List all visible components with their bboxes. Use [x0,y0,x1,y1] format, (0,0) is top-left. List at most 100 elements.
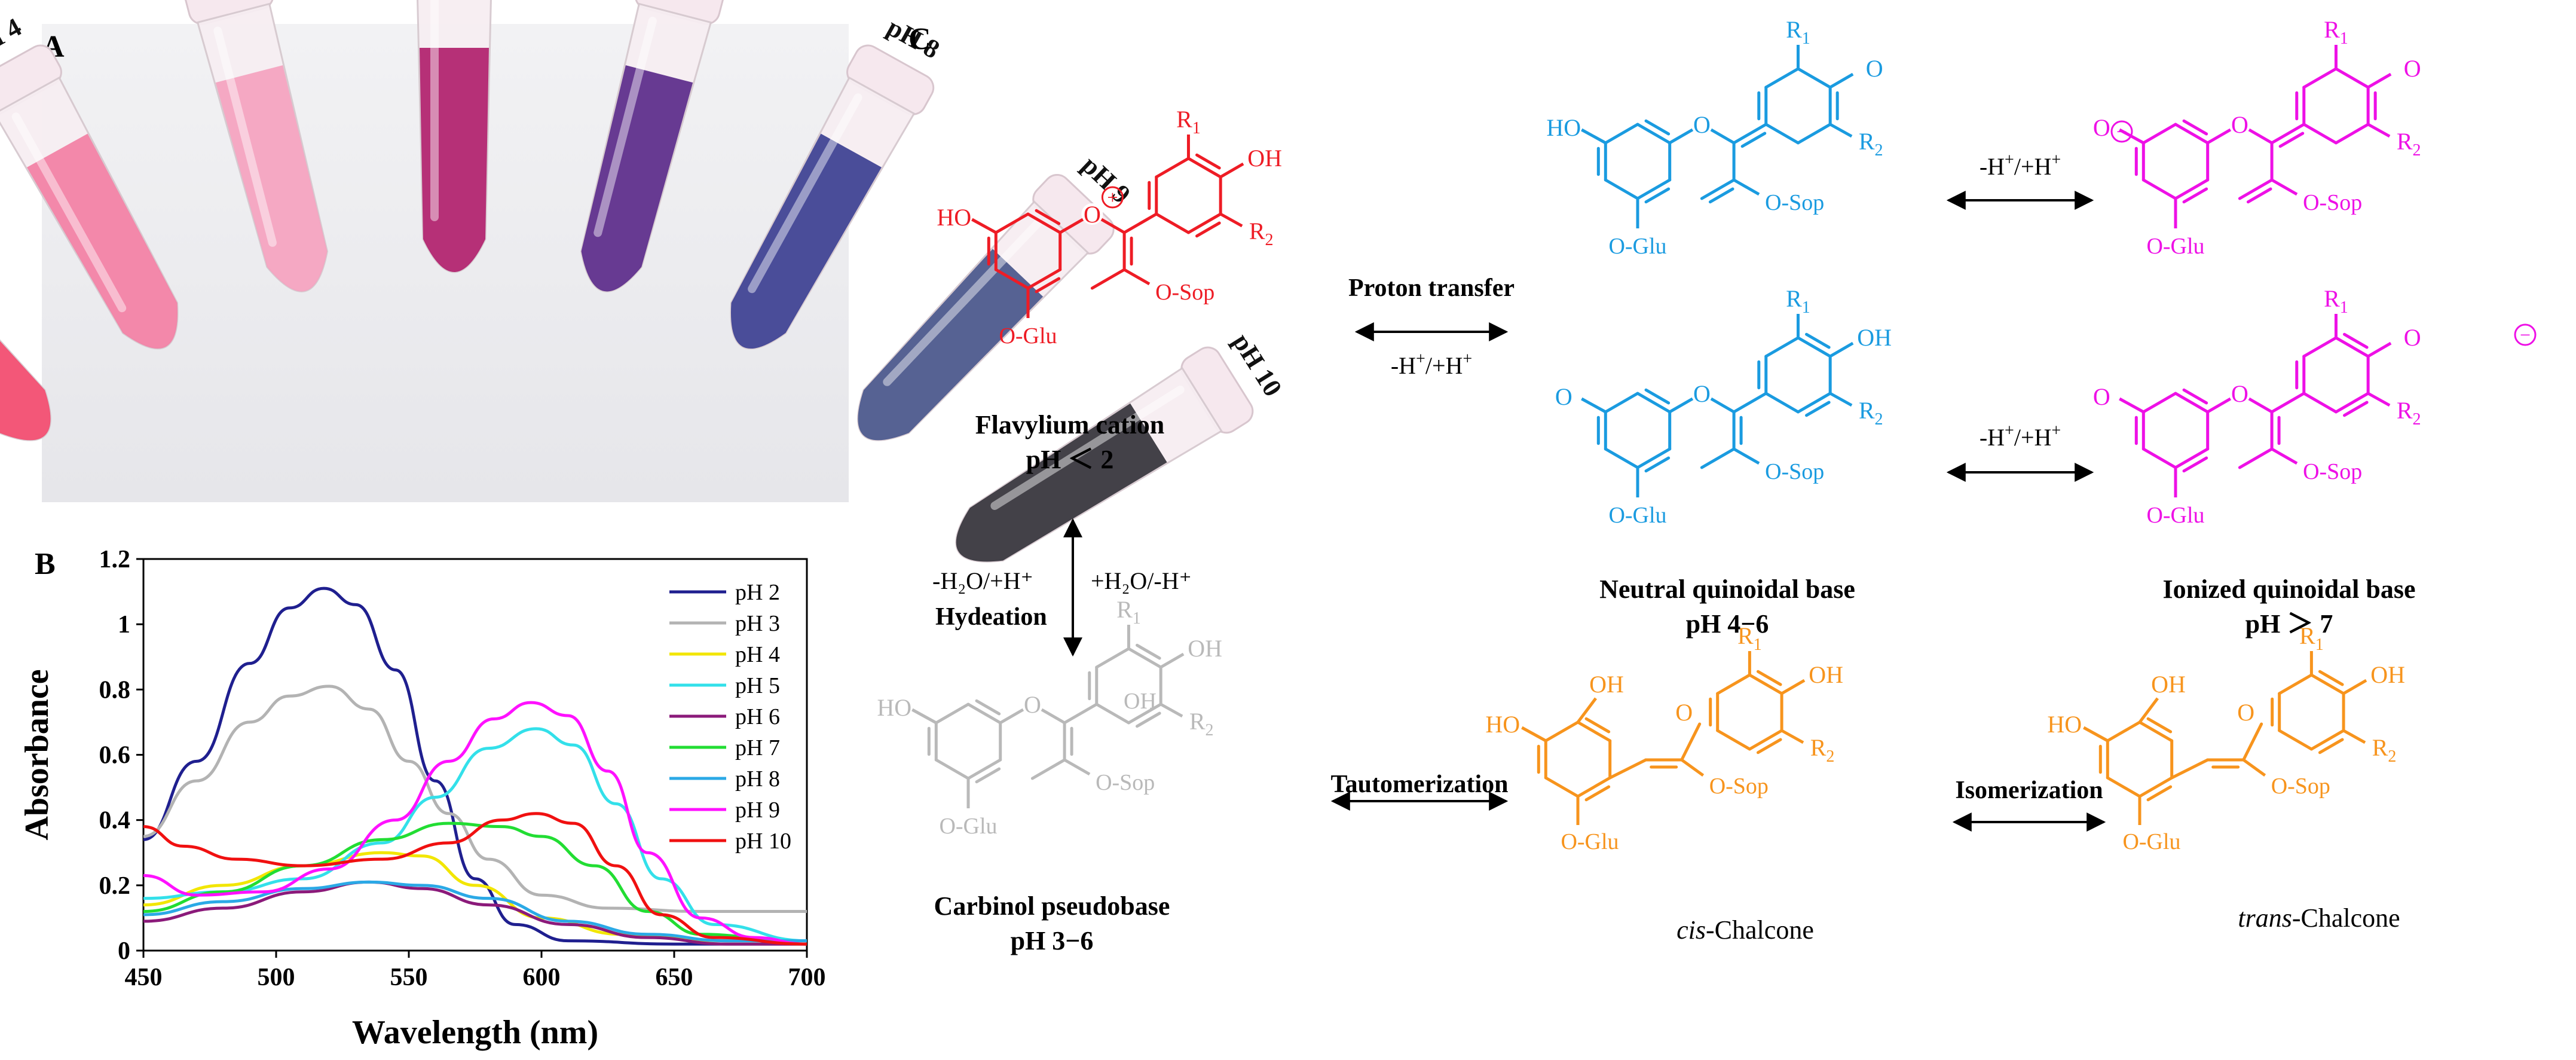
r-symbol: R [1859,397,1875,424]
sophoroside-label: O-Sop [2303,459,2362,484]
legend-entry: pH 3 [735,611,780,636]
bond [1090,268,1126,290]
a-ring-substituent: HO [937,204,971,231]
substituent-label: R2 [1859,128,1883,160]
label-hydration: +H₂O/-H⁺ [1091,567,1192,594]
bond-double [1756,670,1782,686]
glucoside-label: O-Glu [1561,829,1619,854]
y-axis-label: Absorbance [19,669,56,840]
bond [1219,212,1243,228]
bond [2242,758,2266,777]
bond [1733,178,1760,196]
bond-double [1584,717,1611,734]
bond-double [1584,785,1611,802]
a-ring-substituent: HO [877,694,911,721]
hemiketal-oh: OH [1124,689,1157,714]
bond-double [2246,187,2272,204]
bond [2270,123,2306,145]
x-tick-label: 500 [258,964,295,991]
bond [1026,212,1062,234]
bond-double [1708,187,1734,204]
carbonyl-o: O [1675,699,1693,726]
neutral-base-ph: pH 4−6 [1686,609,1769,639]
sophoroside-label: O-Sop [1096,770,1155,795]
y-tick-label: 0 [118,937,130,965]
atom-bg [1691,383,1713,404]
bond [1829,341,1854,358]
atom-bg [1081,203,1103,225]
r-symbol: R [1249,218,1265,245]
sophoroside-label: O-Sop [2271,774,2330,799]
label-ions-top: -H+/+H+ [1980,151,2061,180]
r-subscript: 1 [1192,119,1201,138]
bond [2309,729,2345,751]
bond [1764,123,1800,145]
r-symbol: R [1737,622,1754,649]
flavylium-ph: pH ＜ 2 [1026,445,1114,474]
bond-double [2318,738,2344,754]
bond [1604,178,1639,200]
chalcone-oh: HO [1485,711,1520,738]
bond [1716,673,1751,695]
r-subscript: 2 [2413,141,2421,160]
tube-9: pH 10 [955,328,1288,563]
bond-double [1644,187,1671,204]
glucoside-label: O-Glu [939,814,997,839]
charge-sign: + [1107,187,1118,208]
series-line-ph-2 [143,586,807,946]
r-symbol: R [2372,734,2388,761]
r-subscript: 2 [1826,747,1834,766]
ion-part: /+H [2014,424,2052,451]
bond [1636,447,1672,469]
label-tautomerization: Tautomerization [1330,771,1508,798]
tube-liquid [858,249,1044,441]
bond [2174,447,2210,469]
bond [2334,123,2370,145]
series-line-ph-5 [143,727,807,943]
r-subscript: 1 [1802,29,1810,48]
b-ring-substituent: OH [1188,635,1222,662]
ring-oxygen: O [2231,111,2248,138]
sophoroside-label: O-Sop [1709,774,1769,799]
sophoroside-label: O-Sop [1765,190,1824,215]
bond [1604,392,1639,414]
r-subscript: 1 [1133,609,1141,628]
series-line-ph-8 [143,880,807,943]
ring-oxygen: O [1693,111,1711,138]
r-subscript: 2 [2388,747,2396,766]
b-ring-substituent: O [2404,55,2421,82]
bond [1159,652,1185,669]
bond-double [2182,388,2208,405]
glucoside-label: O-Glu [1608,234,1666,259]
bond [1604,123,1639,145]
legend-entry: pH 5 [735,673,780,698]
b-ring-substituent: OH [1247,145,1282,172]
bond [2271,447,2298,465]
bond [2174,123,2210,145]
bond-double [2146,717,2173,734]
tube-6: pH 7 [580,0,724,292]
r-subscript: 1 [1754,636,1762,654]
bond [1581,397,1607,414]
bond-double [1195,153,1221,170]
ion-part: /+H [2014,153,2052,180]
bond [2309,673,2345,695]
trans-chalcone-name: trans-Chalcone [2238,903,2400,933]
bond [911,708,937,725]
bond [2342,679,2367,695]
r-symbol: R [1810,734,1827,761]
carbinol-ph: pH 3−6 [1011,926,1094,955]
bond [2238,447,2274,469]
name-prefix: trans [2238,903,2292,933]
bond-double [1756,738,1782,754]
bond [1748,729,1783,751]
bond [2138,720,2174,743]
bond [1700,447,1736,469]
substituent-label: R1 [2324,285,2348,317]
bond [1732,123,1768,145]
r-subscript: 1 [2315,636,2324,654]
